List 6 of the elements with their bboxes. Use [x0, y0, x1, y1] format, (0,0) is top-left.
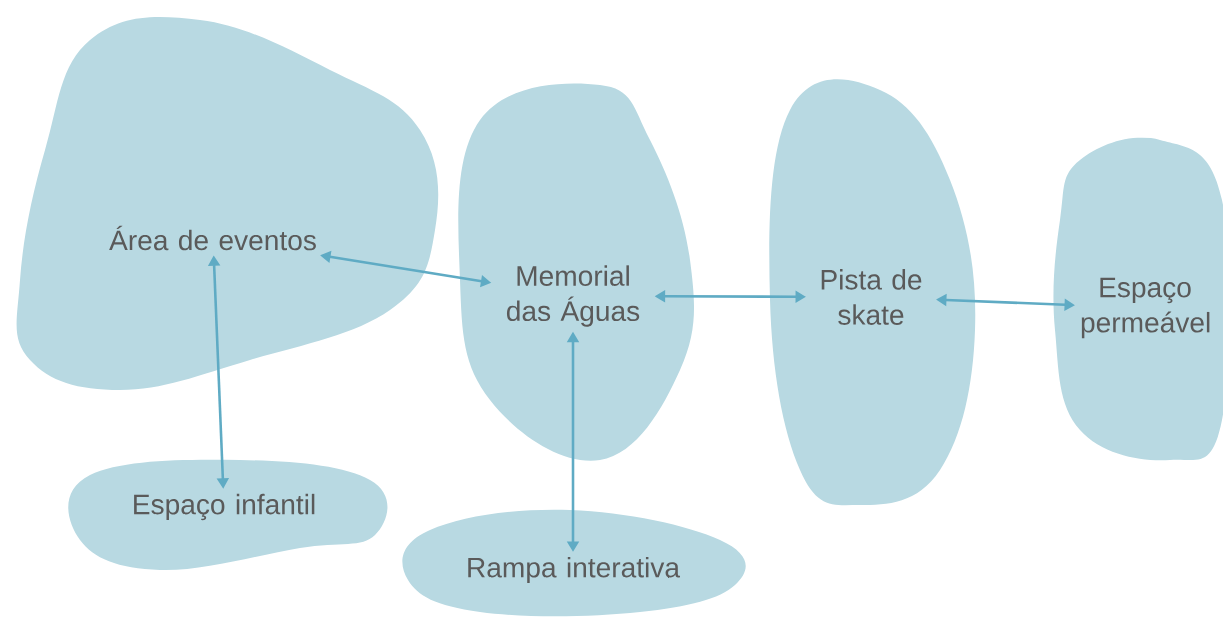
- area-blob: Espaço infantil: [68, 459, 388, 570]
- area-blob: Área de eventos: [16, 17, 439, 390]
- area-blob: Espaço permeável: [1053, 137, 1223, 461]
- area-blob: Memorial das Águas: [458, 83, 695, 461]
- area-blob: Pista de skate: [769, 79, 976, 506]
- area-blob: Rampa interativa: [402, 509, 746, 617]
